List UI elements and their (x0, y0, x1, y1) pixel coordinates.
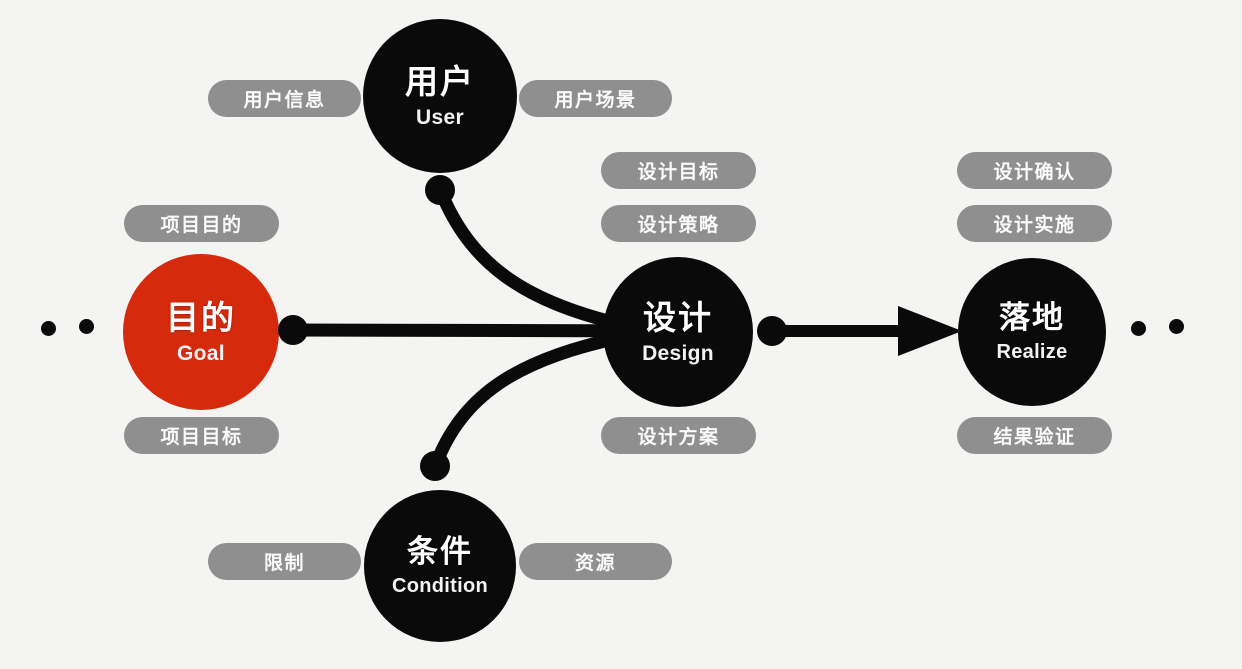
node-realize-label-en: Realize (996, 341, 1068, 363)
pill-label: 结果验证 (993, 427, 1076, 448)
ellipsis-dot-left-1 (41, 321, 56, 336)
node-design[interactable]: 设计 Design (603, 257, 753, 407)
pill-label: 设计方案 (637, 427, 720, 448)
node-condition-label-en: Condition (391, 575, 488, 597)
pill-label: 资源 (574, 553, 616, 574)
pill-constraint[interactable]: 限制 (208, 543, 361, 580)
pill-design-strategy[interactable]: 设计策略 (601, 205, 756, 242)
node-user-label-cn: 用户 (405, 62, 475, 100)
knob-goal-out (278, 315, 308, 345)
pill-result-verify[interactable]: 结果验证 (957, 417, 1112, 454)
node-realize[interactable]: 落地 Realize (958, 258, 1106, 406)
pill-design-implement[interactable]: 设计实施 (957, 205, 1112, 242)
node-goal[interactable]: 目的 Goal (123, 254, 279, 410)
pill-design-confirm[interactable]: 设计确认 (957, 152, 1112, 189)
arrow-head-icon (898, 306, 962, 356)
node-design-label-cn: 设计 (643, 298, 713, 336)
pill-design-plan[interactable]: 设计方案 (601, 417, 756, 454)
ellipsis-dot-right-1 (1131, 321, 1146, 336)
pill-label: 用户信息 (243, 90, 326, 111)
node-user-label-en: User (416, 105, 464, 129)
pill-project-purpose[interactable]: 项目目的 (124, 205, 279, 242)
pill-user-scenario[interactable]: 用户场景 (519, 80, 672, 117)
pill-user-info[interactable]: 用户信息 (208, 80, 361, 117)
pill-label: 设计实施 (993, 215, 1076, 236)
node-condition[interactable]: 条件 Condition (364, 490, 516, 642)
pill-resource[interactable]: 资源 (519, 543, 672, 580)
ellipsis-dot-left-2 (79, 319, 94, 334)
ellipsis-dot-right-2 (1169, 319, 1184, 334)
knob-user-out (425, 175, 455, 205)
pill-project-target[interactable]: 项目目标 (124, 417, 279, 454)
pill-design-goal[interactable]: 设计目标 (601, 152, 756, 189)
pill-label: 设计策略 (637, 215, 720, 236)
node-goal-label-cn: 目的 (166, 298, 236, 336)
pill-label: 项目目标 (160, 427, 243, 448)
pill-label: 项目目的 (160, 215, 243, 236)
node-goal-label-en: Goal (177, 341, 225, 365)
pill-label: 设计确认 (993, 162, 1076, 183)
pill-label: 限制 (263, 553, 305, 574)
pill-label: 设计目标 (637, 162, 720, 183)
knob-design-out (757, 316, 787, 346)
knob-condition-out (420, 451, 450, 481)
node-realize-label-cn: 落地 (999, 300, 1065, 335)
node-user[interactable]: 用户 User (363, 19, 517, 173)
node-design-label-en: Design (642, 341, 714, 365)
pill-label: 用户场景 (554, 90, 637, 111)
node-condition-label-cn: 条件 (407, 534, 473, 569)
